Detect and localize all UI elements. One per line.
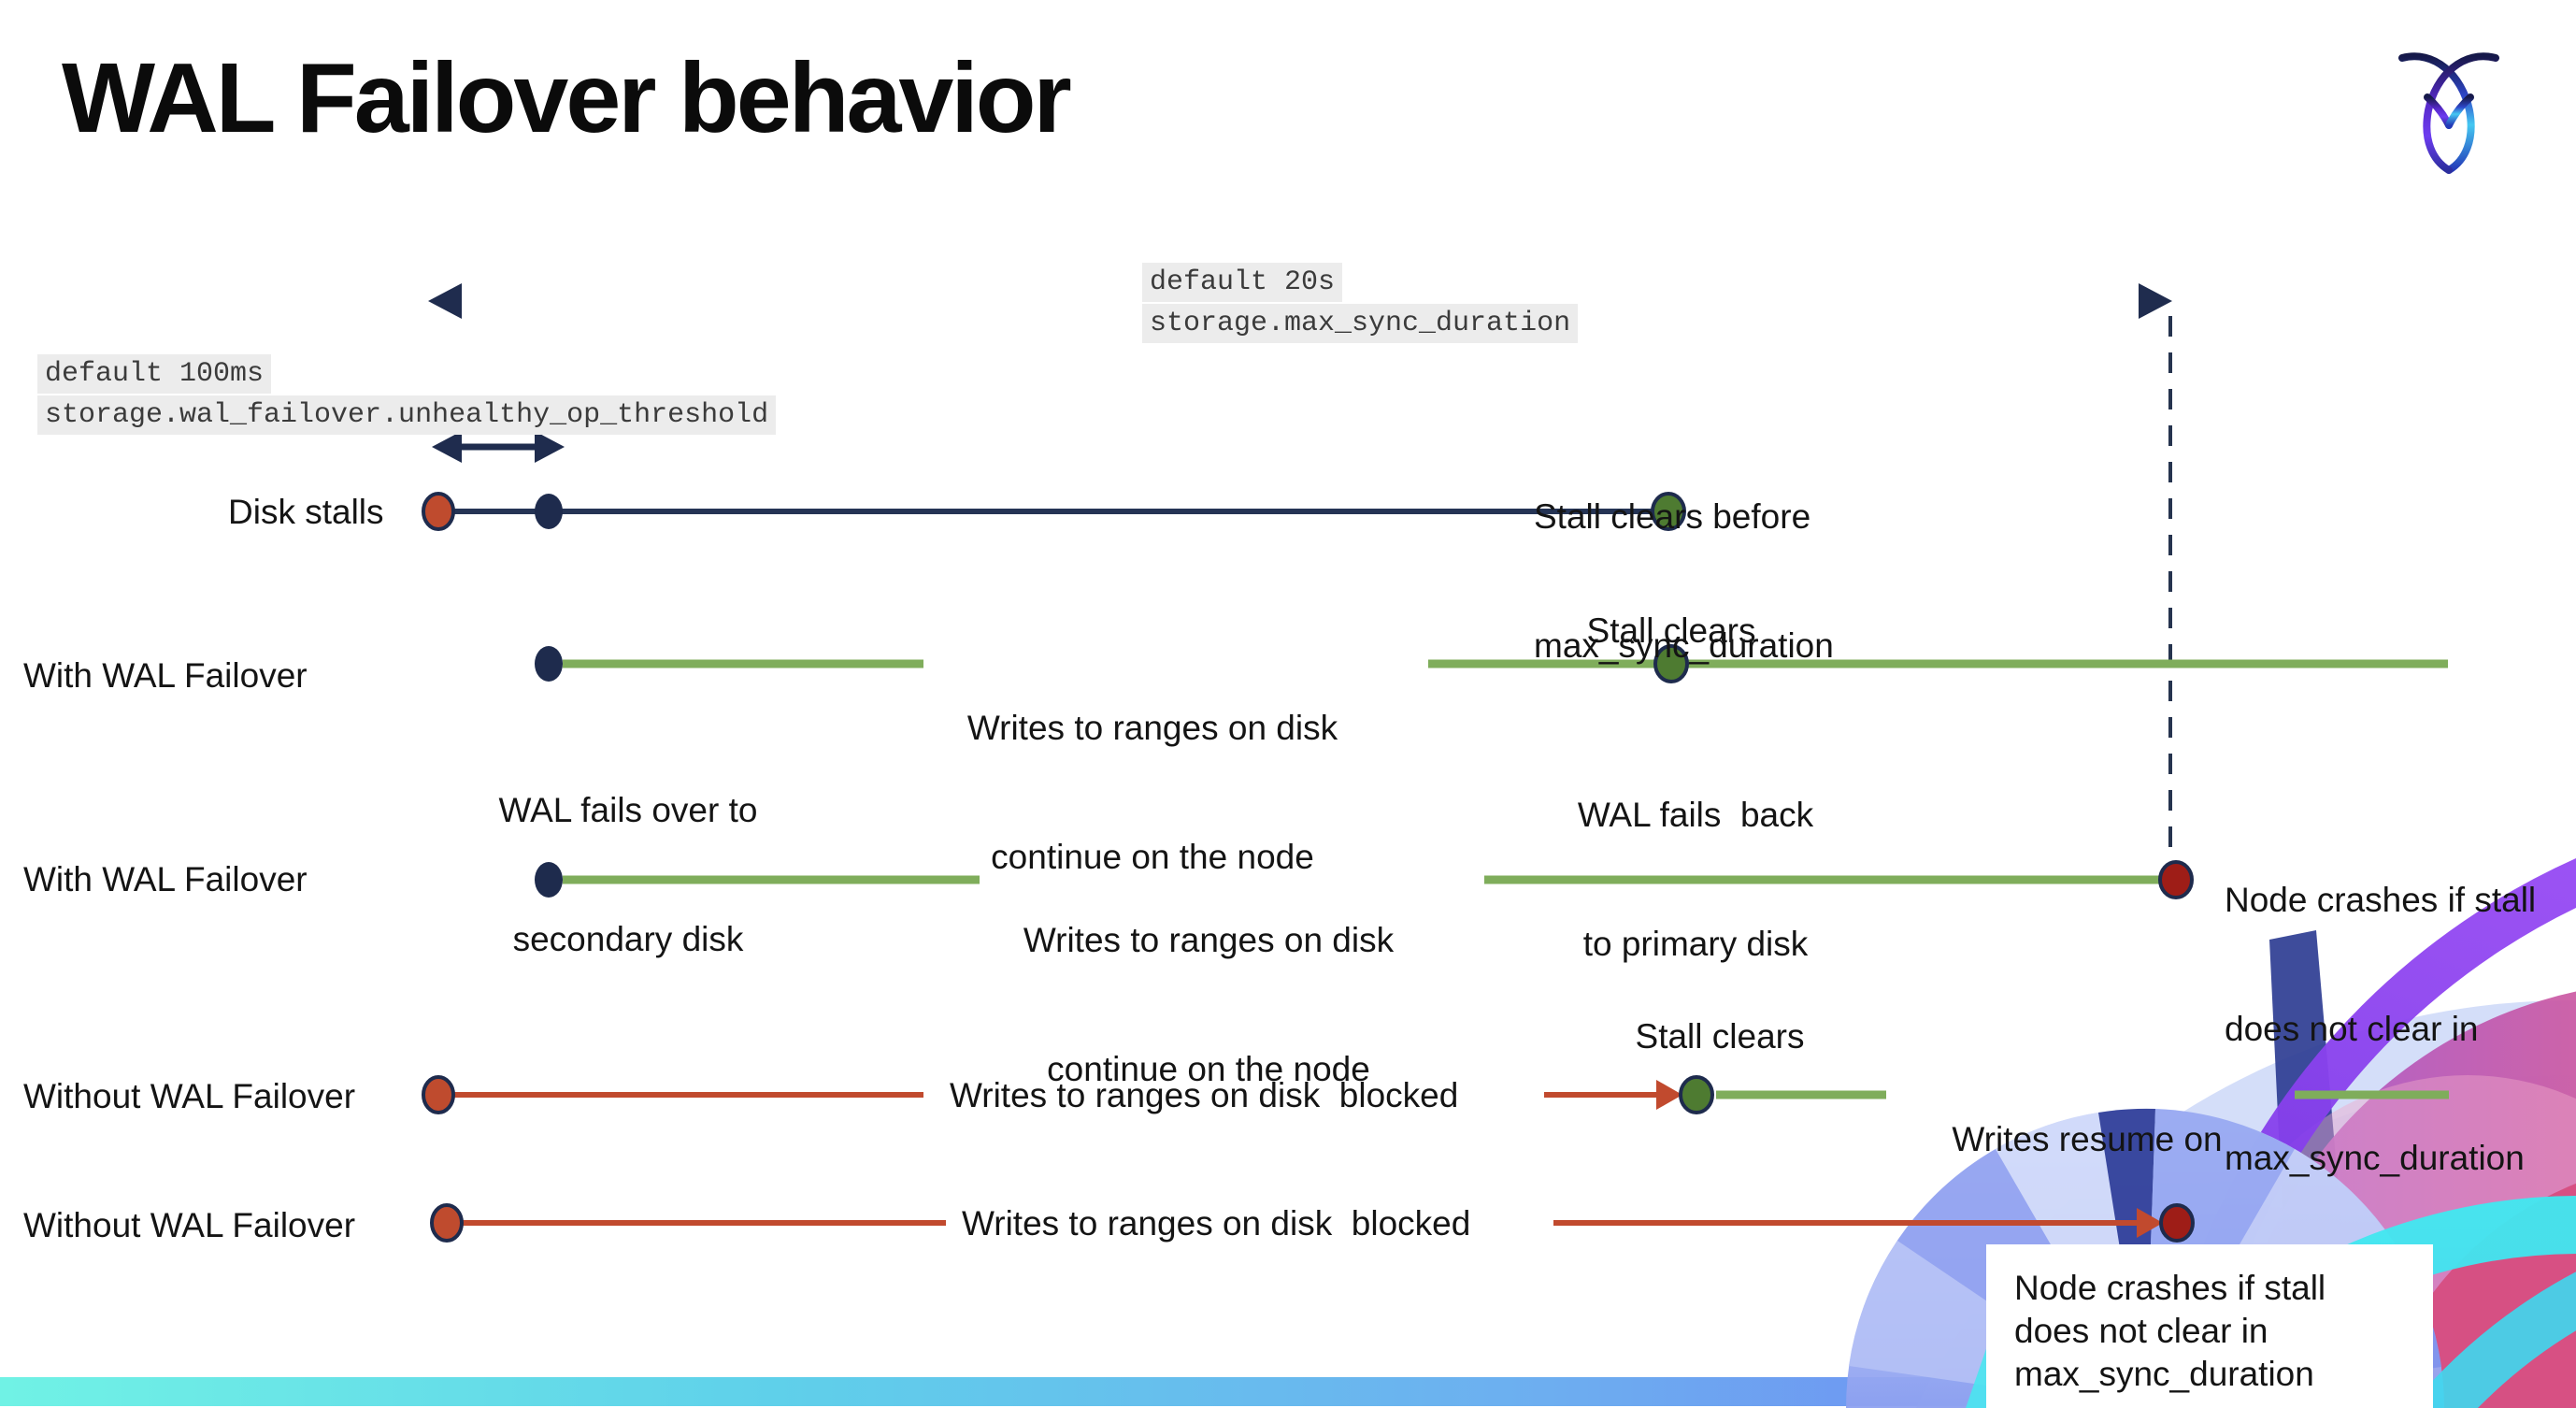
row-label-without-wal-failover-2: Without WAL Failover (23, 1206, 356, 1244)
unhealthy-op-threshold-arrow (432, 431, 565, 463)
timeline-without-failover-crash (430, 1203, 2195, 1243)
cockroachdb-logo-icon (2398, 52, 2499, 174)
timeline-with-failover-crash (535, 860, 2194, 899)
page-title: WAL Failover behavior (62, 43, 1072, 153)
failover-dot (535, 862, 563, 898)
writes-continue-annotation-1: Writes to ranges on disk continue on the… (966, 709, 1338, 876)
arrowhead-left (432, 431, 462, 463)
stall-start-dot (422, 492, 455, 531)
stall-clears-annotation-2: Stall clears (1635, 1017, 1805, 1056)
node-crashes-annotation-2: Node crashes if stall does not clear in … (1986, 1244, 2433, 1408)
node-crashes-annotation-1: Node crashes if stall does not clear in … (2225, 881, 2537, 1177)
node-crash-dot (2158, 860, 2194, 899)
row-label-without-wal-failover-1: Without WAL Failover (23, 1077, 356, 1115)
red-arrowhead (1656, 1080, 1682, 1110)
max-sync-setting-label: storage.max_sync_duration (1142, 304, 1579, 343)
writes-blocked-annotation-2: Writes to ranges on disk blocked (962, 1204, 1471, 1243)
threshold-dot (535, 494, 563, 529)
unhealthy-op-default-label: default 100ms (37, 354, 272, 394)
stall-clears-dot (1653, 644, 1689, 683)
row-label-disk-stalls: Disk stalls (228, 493, 384, 531)
arrowhead-right (535, 431, 565, 463)
red-arrowhead (2137, 1208, 2163, 1238)
stall-clears-dot (1651, 492, 1686, 531)
stall-start-dot (422, 1075, 455, 1114)
stall-clears-dot (1679, 1075, 1714, 1114)
row-label-with-wal-failover-2: With WAL Failover (23, 860, 308, 898)
row-label-with-wal-failover-1: With WAL Failover (23, 656, 308, 695)
writes-blocked-annotation-1: Writes to ranges on disk blocked (950, 1076, 1459, 1114)
unhealthy-op-setting-label: storage.wal_failover.unhealthy_op_thresh… (37, 395, 777, 435)
wal-fails-back-annotation: WAL fails back to primary disk (1577, 796, 1814, 963)
node-crash-dot (2159, 1203, 2195, 1243)
wal-fails-over-annotation: WAL fails over to secondary disk (498, 791, 758, 958)
failover-dot (535, 646, 563, 682)
writes-continue-annotation-2: Writes to ranges on disk continue on the… (1023, 921, 1395, 1088)
timeline-disk-stalls (422, 492, 1686, 531)
stall-clears-annotation-1: Stall clears (1586, 611, 1756, 650)
arrowhead-right (2139, 283, 2172, 319)
max-sync-default-label: default 20s (1142, 263, 1343, 302)
arrowhead-left (428, 283, 462, 319)
timeline-without-failover-clears (422, 1075, 2449, 1114)
stall-start-dot (430, 1203, 464, 1243)
stall-clears-before-annotation: Stall clears before max_sync_duration (1534, 497, 1834, 665)
timeline-with-failover-clears (535, 644, 2448, 683)
